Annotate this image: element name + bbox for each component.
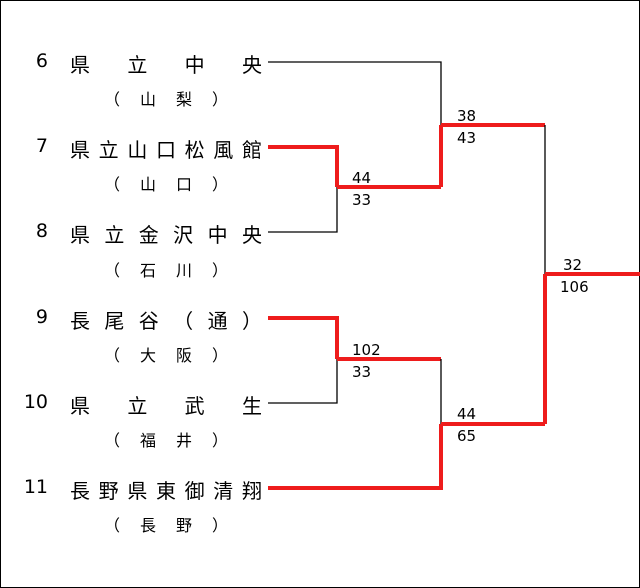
team-prefecture: （大阪）: [104, 346, 228, 365]
team-seed: 6: [35, 50, 48, 72]
line-team-8: [268, 187, 338, 233]
score-7v8-top: 44: [352, 169, 372, 187]
team-11-pref: （長野）: [0, 512, 270, 542]
line-team-6: [268, 61, 442, 125]
team-prefecture: （山梨）: [104, 90, 228, 109]
team-seed: 7: [35, 135, 48, 157]
line-team-7: [268, 145, 339, 187]
team-prefecture: （山口）: [104, 175, 228, 194]
team-seed: 9: [35, 306, 48, 328]
team-seed: 11: [23, 476, 48, 498]
team-8: 8 県立金沢中央: [0, 220, 270, 250]
score-Wv11-top: 44: [457, 405, 477, 423]
team-name: 県立金沢中央: [70, 223, 262, 247]
team-name: 県立山口松風館: [70, 138, 262, 162]
score-9v10-bottom: 33: [352, 363, 372, 381]
team-name: 県立武生: [70, 394, 262, 418]
line-team-11: [268, 424, 443, 490]
team-9-pref: （大阪）: [0, 342, 270, 372]
team-7: 7 県立山口松風館: [0, 135, 270, 165]
team-prefecture: （福井）: [104, 431, 228, 450]
team-6: 6 県立中央: [0, 50, 270, 80]
line-team-10: [268, 359, 338, 404]
score-9v10-top: 102: [352, 341, 381, 359]
score-6vW-top: 38: [457, 107, 477, 125]
score-6vW-bottom: 43: [457, 129, 477, 147]
team-name: 長尾谷（通）: [70, 309, 262, 333]
line-team-9: [268, 316, 339, 359]
team-6-pref: （山梨）: [0, 86, 270, 116]
team-10-pref: （福井）: [0, 427, 270, 457]
team-name: 長野県東御清翔: [70, 479, 262, 503]
team-7-pref: （山口）: [0, 171, 270, 201]
team-seed: 8: [35, 220, 48, 242]
team-8-pref: （石川）: [0, 257, 270, 287]
team-11: 11 長野県東御清翔: [0, 476, 270, 506]
team-name: 県立中央: [70, 53, 262, 77]
team-seed: 10: [23, 391, 48, 413]
team-prefecture: （長野）: [104, 516, 228, 535]
score-7v8-bottom: 33: [352, 191, 372, 209]
team-prefecture: （石川）: [104, 261, 228, 280]
score-semi-bottom: 106: [560, 278, 589, 296]
team-10: 10 県立武生: [0, 391, 270, 421]
score-Wv11-bottom: 65: [457, 427, 477, 445]
score-semi-top: 32: [563, 256, 583, 274]
team-9: 9 長尾谷（通）: [0, 306, 270, 336]
